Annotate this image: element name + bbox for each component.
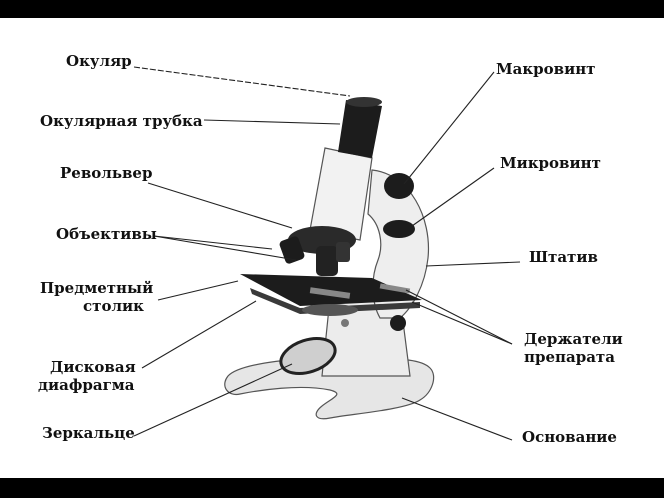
- slide: Окуляр Окулярная трубка Револьвер Объект…: [0, 18, 664, 478]
- label-mirror: Зеркальце: [42, 424, 135, 442]
- label-diaphragm-line1: Дисковая: [50, 358, 136, 376]
- leader-line-clips-1: [405, 289, 513, 345]
- leader-line-clips-2: [411, 301, 513, 345]
- label-eyepiece-tube: Окулярная трубка: [40, 112, 203, 130]
- microscope-mirror: [279, 336, 337, 376]
- microscope-diaphragm: [302, 304, 358, 316]
- microscope-coarse-knob: [384, 173, 414, 199]
- label-clips: Держатели препарата: [524, 330, 623, 366]
- leader-line-objectives-1: [153, 235, 273, 250]
- label-base: Основание: [522, 428, 617, 446]
- leader-line-eyepiece: [133, 66, 351, 97]
- leader-line-eyepiece-tube: [203, 119, 341, 125]
- label-coarse-focus: Макровинт: [496, 60, 596, 78]
- label-stage: Предметный столик: [40, 279, 154, 315]
- label-diaphragm-line2: диафрагма: [38, 376, 135, 394]
- label-arm: Штатив: [529, 248, 598, 266]
- label-revolver: Револьвер: [60, 164, 153, 182]
- microscope-stage: [240, 274, 422, 306]
- label-objectives: Объективы: [56, 225, 157, 243]
- leader-lines: [133, 66, 521, 441]
- leader-line-revolver: [147, 182, 293, 229]
- leader-line-base: [401, 397, 513, 441]
- label-stage-line2: столик: [83, 297, 144, 315]
- label-diaphragm: Дисковая диафрагма: [38, 358, 136, 394]
- leader-line-diaphragm: [141, 300, 257, 369]
- label-stage-line1: Предметный: [40, 279, 154, 297]
- label-clips-line2: препарата: [524, 348, 615, 366]
- microscope-fine-knob: [383, 220, 415, 238]
- leader-line-objectives-2: [153, 235, 297, 261]
- leader-line-stage: [157, 280, 239, 301]
- leader-line-coarse-focus: [403, 71, 495, 185]
- microscope-eyepiece: [338, 100, 382, 158]
- leader-line-fine-focus: [411, 167, 495, 227]
- microscope-illustration: [224, 97, 435, 420]
- label-fine-focus: Микровинт: [500, 154, 601, 172]
- leader-line-arm: [425, 261, 521, 267]
- microscope-objective: [279, 236, 305, 264]
- leader-line-mirror: [133, 363, 293, 437]
- label-eyepiece: Окуляр: [66, 52, 132, 70]
- microscope-diagram: [133, 66, 521, 441]
- label-clips-line1: Держатели: [524, 330, 623, 348]
